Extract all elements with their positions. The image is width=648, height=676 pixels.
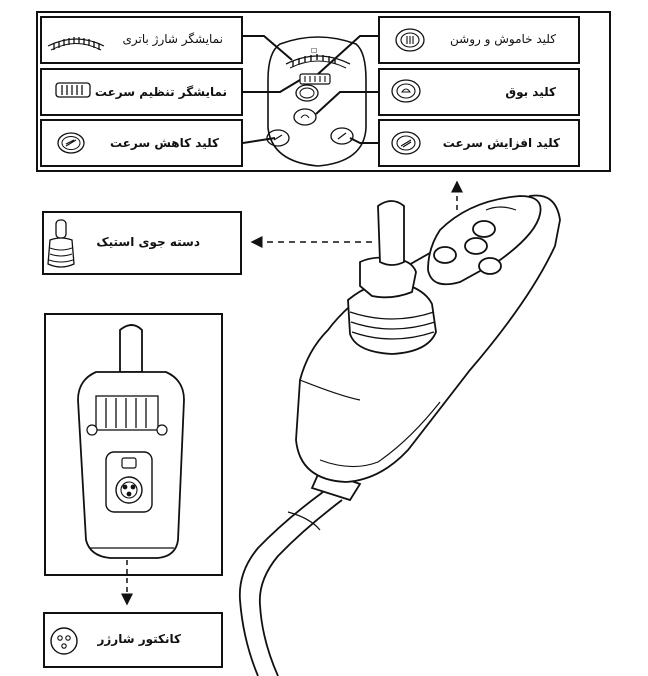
horn-key-box: کلید بوق: [378, 68, 580, 116]
speed-bars-icon: [55, 82, 91, 98]
speed-down-button-icon: [57, 132, 85, 154]
power-button-icon: [395, 28, 425, 52]
svg-text:☐: ☐: [311, 47, 317, 55]
speed-down-box: کلید کاهش سرعت: [40, 119, 243, 167]
console-closeup: ☐: [266, 36, 367, 167]
power-key-box: کلید خاموش و روشن: [378, 16, 580, 64]
charger-plug-icon: [50, 627, 78, 655]
speed-up-label: کلید افزایش سرعت: [442, 136, 560, 150]
power-key-label: کلید خاموش و روشن: [450, 32, 556, 46]
rear-view-drawing: [77, 324, 185, 559]
joystick-box: دسته جوی استیک: [42, 211, 242, 275]
battery-display-label: نمایشگر شارژ باتری: [122, 32, 223, 46]
horn-button-icon: [391, 79, 421, 103]
controller-unit: [238, 194, 561, 676]
horn-key-label: کلید بوق: [505, 85, 556, 99]
battery-gauge-icon: [47, 37, 105, 51]
speed-up-box: کلید افزایش سرعت: [378, 119, 580, 167]
charger-connector-label: کانکتور شارژر: [97, 632, 181, 646]
leader-lines: [242, 35, 378, 144]
joystick-label: دسته جوی استیک: [96, 235, 200, 249]
speed-display-label: نمایشگر تنظیم سرعت: [94, 85, 227, 99]
speed-down-label: کلید کاهش سرعت: [110, 136, 219, 150]
speed-up-button-icon: [391, 131, 421, 155]
joystick-icon: [47, 219, 75, 268]
speed-display-box: نمایشگر تنظیم سرعت: [40, 68, 243, 116]
